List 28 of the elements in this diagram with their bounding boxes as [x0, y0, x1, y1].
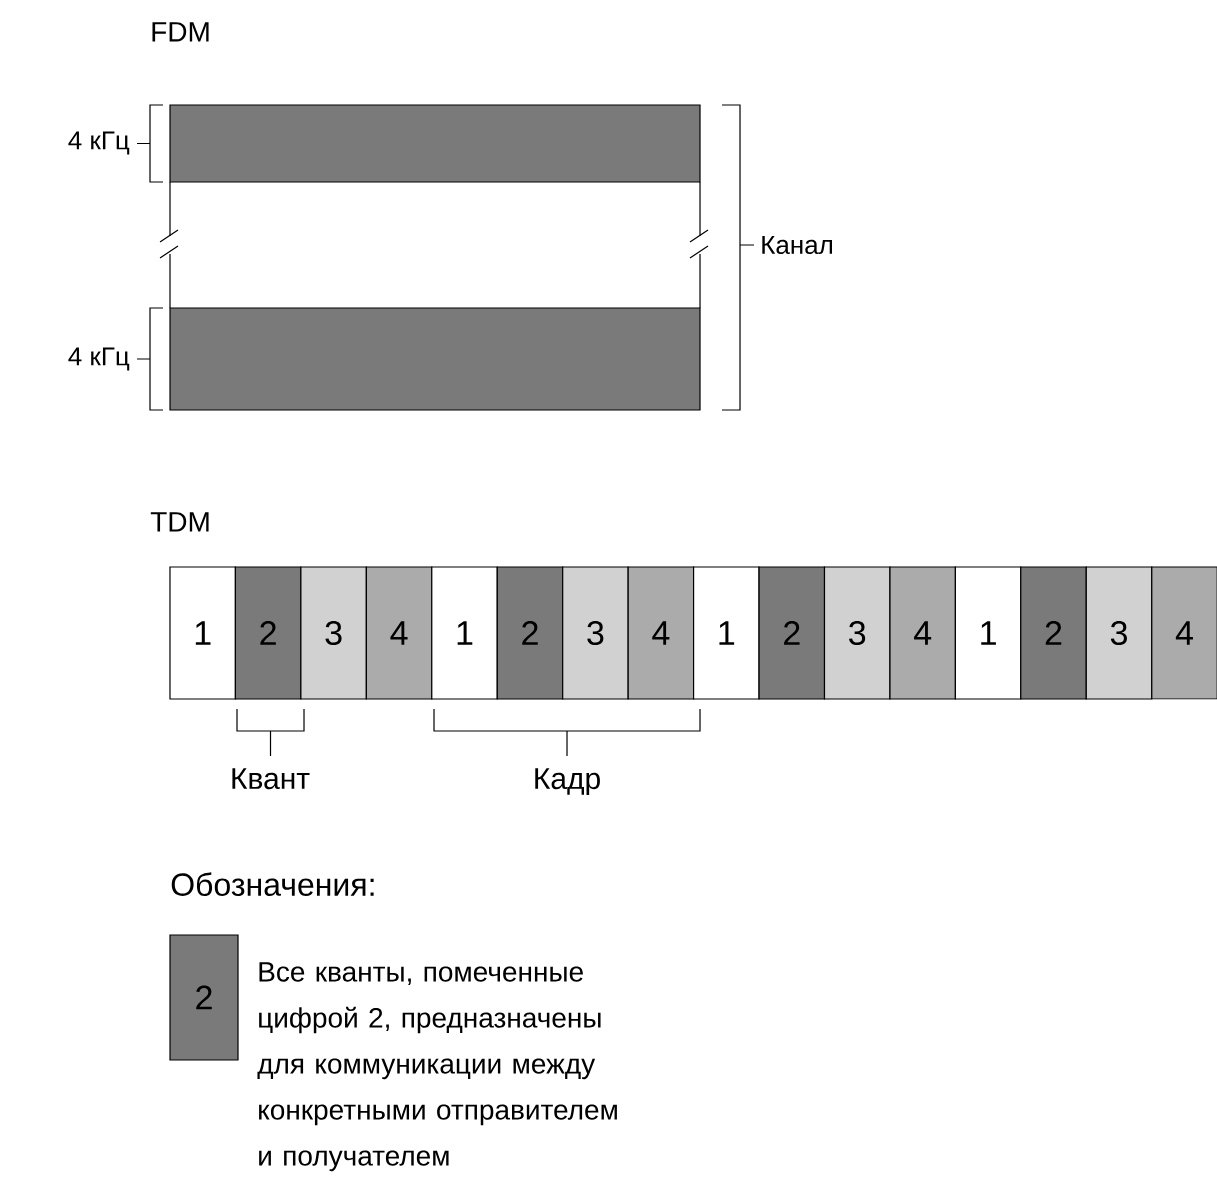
- time-slot-cell: 3: [1085, 566, 1153, 700]
- time-slot-cell: 1: [431, 566, 498, 700]
- time-slot-cell: 4: [365, 566, 433, 700]
- legend-description: Все кванты, помеченные цифрой 2, предназначены для коммуникации между конкретными отправителем и получателем: [257, 962, 617, 1172]
- time-slot-cell: 3: [300, 566, 367, 700]
- time-slot-cell: 4: [889, 566, 957, 700]
- dimension-label: Канал: [762, 235, 832, 255]
- time-slot-cell: 2: [758, 566, 826, 700]
- time-slot-cell: 4: [1151, 566, 1217, 700]
- frequency-band: [159, 181, 709, 309]
- time-slot-cell: 1: [954, 566, 1022, 700]
- legend-heading: Обозначения:: [171, 872, 374, 896]
- dimension-label: 4 кГц: [68, 131, 130, 155]
- time-slot-cell: 4: [627, 566, 695, 700]
- time-slot-cell: 2: [1020, 566, 1087, 700]
- time-slot-cell: 1: [693, 566, 760, 700]
- dimension-label: Квант: [232, 768, 310, 790]
- frequency-band: [169, 307, 701, 411]
- frequency-band: [169, 104, 701, 183]
- section-heading: FDM: [152, 22, 209, 42]
- time-slot-cell: 1: [169, 566, 237, 700]
- time-slot-cell: 3: [823, 566, 891, 700]
- section-heading: TDM: [150, 512, 209, 532]
- dimension-label: 4 кГц: [68, 347, 130, 371]
- time-slot-cell: 3: [562, 566, 629, 700]
- time-slot-cell: 2: [496, 566, 564, 700]
- time-slot-cell: 2: [234, 566, 302, 700]
- dimension-label: Кадр: [535, 768, 600, 796]
